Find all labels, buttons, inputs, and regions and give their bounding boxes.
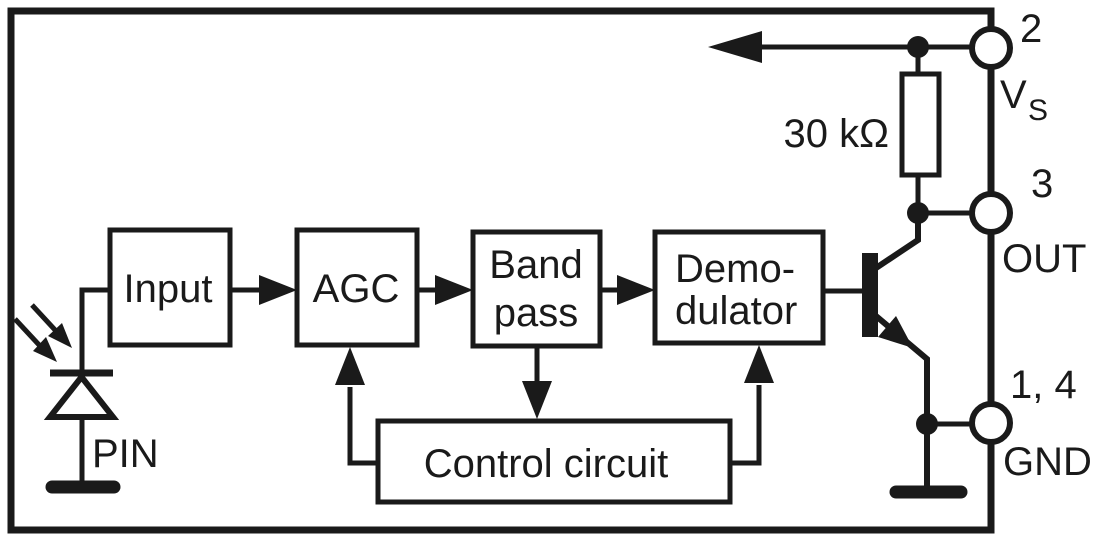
pin-1-4-number-label: 1, 4 — [1010, 363, 1077, 407]
control-circuit-block-label: Control circuit — [424, 442, 669, 486]
demodulator-block-label-line2: dulator — [675, 289, 797, 333]
bandpass-block — [470, 229, 603, 349]
demodulator-block-label-line1: Demo- — [675, 247, 795, 291]
input-block-label: Input — [124, 267, 213, 311]
pin-2-number-label: 2 — [1020, 7, 1042, 51]
resistor-value-label: 30 kΩ — [783, 112, 889, 156]
transistor-collector-wire — [874, 216, 921, 271]
pin-3-name-label: OUT — [1002, 237, 1086, 281]
arrow-control-demod-head-icon — [744, 345, 774, 383]
emitter-arrowhead-icon — [878, 316, 913, 348]
light-ray-1-arrowhead-icon — [48, 323, 72, 348]
arrow-control-agc-shaft — [347, 387, 378, 466]
package-outline — [7, 7, 995, 534]
pin-2-vs-terminal — [969, 26, 1013, 70]
photodiode-label: PIN — [92, 432, 159, 476]
agc-block-label: AGC — [313, 267, 400, 311]
arrow-control-demod-shaft — [730, 385, 762, 466]
photodiode-wire — [79, 287, 110, 487]
pin-1-4-name-label: GND — [1003, 440, 1092, 484]
photodiode-triangle — [43, 372, 120, 420]
arrow-control-agc-head-icon — [335, 347, 365, 385]
pin-1-4-gnd-terminal — [969, 401, 1013, 445]
pin-2-name-label: V — [1000, 73, 1027, 117]
demodulator-block — [652, 229, 826, 346]
control-circuit-block — [375, 418, 733, 505]
light-ray-1 — [30, 303, 58, 333]
transistor-base-bar — [862, 253, 878, 337]
arrow-agc-bandpass-head-icon — [435, 275, 473, 305]
arrow-bandpass-demod-head-icon — [617, 275, 655, 305]
arrow-input-agc-head-icon — [259, 275, 297, 305]
resistor-symbol — [899, 71, 942, 178]
supply-arrowhead-icon — [708, 31, 762, 63]
pin-3-number-label: 3 — [1031, 162, 1053, 206]
light-ray-2-arrowhead-icon — [33, 337, 57, 362]
pin-2-name-subscript: S — [1028, 94, 1048, 127]
pin-3-out-terminal — [969, 191, 1013, 235]
arrow-bandpass-control-head-icon — [522, 381, 552, 419]
bandpass-block-label-line1: Band — [489, 243, 582, 287]
bandpass-block-label-line2: pass — [494, 291, 579, 335]
light-ray-2 — [13, 317, 43, 349]
